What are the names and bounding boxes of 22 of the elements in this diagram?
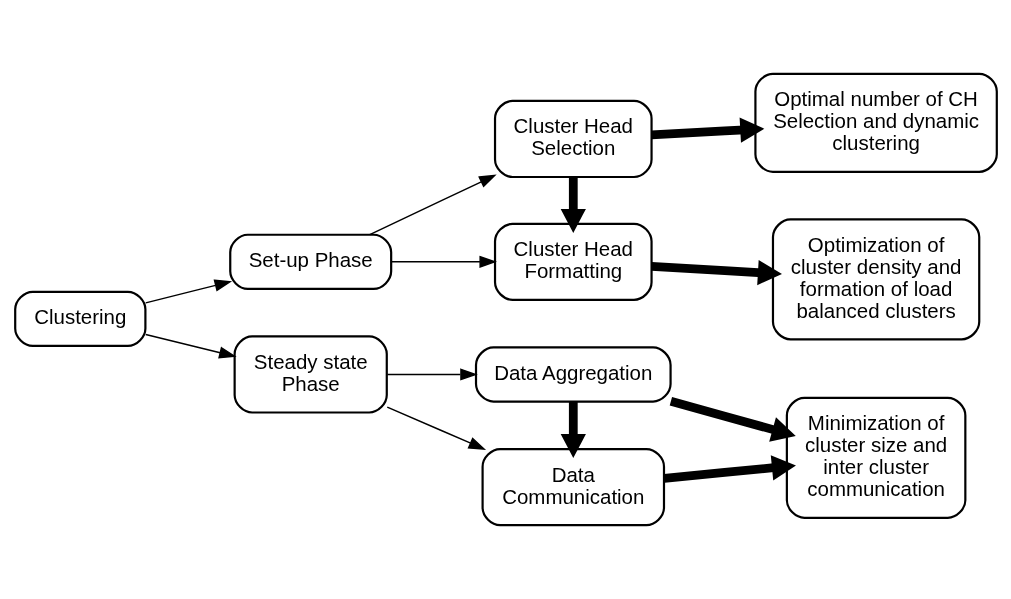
arrow: [650, 117, 764, 143]
arrow: [386, 406, 486, 450]
node-box: Clustering: [13, 290, 146, 348]
arrow: [390, 255, 497, 268]
node-box: Data Communication: [481, 448, 665, 527]
node-box: Optimal number of CH Selection and dynamic clustering: [753, 72, 998, 173]
arrow: [650, 259, 782, 286]
arrow: [386, 368, 478, 381]
node-box: Set-up Phase: [228, 233, 392, 290]
arrow: [368, 174, 497, 236]
arrow: [663, 455, 796, 483]
arrow: [144, 279, 232, 304]
node-box: Cluster Head Selection: [493, 99, 653, 179]
arrow: [560, 401, 586, 459]
arrow: [144, 333, 237, 359]
node-box: Minimization of cluster size and inter cluster communication: [785, 396, 966, 519]
node-box: Steady state Phase: [233, 335, 388, 414]
arrow: [669, 396, 796, 442]
node-box: Optimization of cluster density and formation of load balanced clusters: [771, 218, 980, 341]
node-box: Cluster Head Formatting: [493, 222, 653, 301]
node-box: Data Aggregation: [474, 346, 672, 403]
arrow: [560, 175, 586, 233]
